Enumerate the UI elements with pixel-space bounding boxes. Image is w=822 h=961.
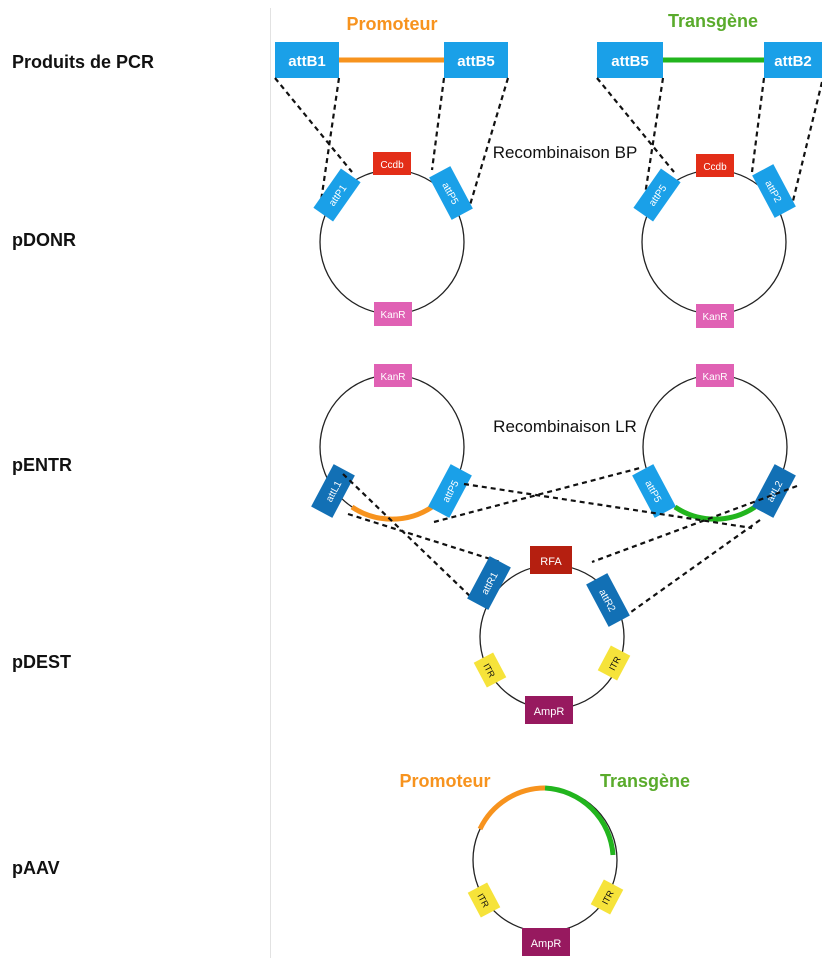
attb1-box: [275, 42, 339, 78]
lr-connectors: [342, 466, 798, 618]
kanr-box: [696, 364, 734, 387]
connector-line: [318, 77, 341, 209]
connector-line: [623, 519, 761, 618]
ampr-label: AmpR: [531, 938, 562, 950]
transgene-insert: [544, 785, 616, 856]
itr-right-site: ITR: [597, 645, 631, 681]
attb5-box: [597, 42, 663, 78]
pcr-product-promoteur: attB1 attB5 Promoteur: [275, 14, 508, 78]
connector-line: [342, 473, 475, 601]
attp1-box: [313, 168, 361, 222]
pcr-product-transgene: attB5 attB2 Transgène: [597, 11, 822, 78]
itr-left-site: ITR: [473, 652, 507, 688]
kanr-box: [374, 302, 412, 326]
pentr-right-plasmid: KanR attP5 attL2: [632, 364, 796, 522]
pdonr-left-plasmid: Ccdb KanR attP1 attP5: [313, 152, 473, 326]
itr-box: [467, 882, 501, 918]
attr2-box: [586, 573, 630, 627]
attp5-site: attP5: [429, 166, 473, 220]
connector-line: [468, 77, 510, 206]
row-label-pcr: Produits de PCR: [12, 52, 155, 72]
itr-box: [590, 879, 624, 915]
ccdb-label: Ccdb: [703, 162, 727, 173]
attb5-box: [444, 42, 508, 78]
attb1-label: attB1: [288, 53, 326, 70]
connector-line: [641, 77, 665, 209]
row-label-paav: pAAV: [12, 858, 60, 878]
connector-line: [596, 77, 675, 173]
ampr-label: AmpR: [534, 706, 565, 718]
kanr-label: KanR: [380, 372, 405, 383]
itr-right-site: ITR: [590, 879, 624, 915]
ccdb-label: Ccdb: [380, 160, 404, 171]
rfa-box: [530, 546, 572, 574]
ccdb-box: [373, 152, 411, 175]
rfa-label: RFA: [540, 556, 562, 568]
recombinaison-lr-label: Recombinaison LR: [493, 417, 637, 436]
itr-box: [597, 645, 631, 681]
paav-transgene-label: Transgène: [600, 771, 690, 791]
pdonr-right-plasmid: Ccdb KanR attP5 attP2: [633, 154, 796, 328]
transgene-title: Transgène: [668, 11, 758, 31]
connector-line: [790, 81, 822, 206]
attp5-box: [632, 464, 676, 518]
attl1-box: [311, 464, 355, 518]
attp1-site: attP1: [313, 168, 361, 222]
attb5-label: attB5: [611, 53, 649, 70]
attp5-site: attP5: [632, 464, 676, 518]
itr-left-site: ITR: [467, 882, 501, 918]
kanr-label: KanR: [702, 372, 727, 383]
attr1-site: attR1: [467, 556, 511, 610]
ampr-box: [525, 696, 573, 724]
connector-line: [750, 77, 766, 173]
attl2-box: [752, 464, 796, 518]
promoter-insert: [477, 785, 546, 831]
attb2-box: [764, 42, 822, 78]
kanr-label: KanR: [380, 310, 405, 321]
connector-line: [274, 77, 353, 173]
attb2-label: attB2: [774, 53, 812, 70]
row-label-pdest: pDEST: [12, 652, 72, 672]
paav-plasmid: ITR ITR AmpR Promoteur Transgène: [399, 771, 690, 956]
connector-line: [591, 484, 798, 564]
promoter-insert: [350, 504, 434, 522]
row-label-pentr: pENTR: [12, 455, 72, 475]
attp2-site: attP2: [752, 164, 796, 218]
attl2-site: attL2: [752, 464, 796, 518]
ccdb-box: [696, 154, 734, 177]
ampr-box: [522, 928, 570, 956]
connector-line: [430, 77, 446, 171]
kanr-box: [696, 304, 734, 328]
pdest-plasmid: RFA attR1 attR2 ITR ITR AmpR: [467, 546, 631, 724]
kanr-label: KanR: [702, 312, 727, 323]
row-label-pdonr: pDONR: [12, 230, 76, 250]
divider: [270, 8, 271, 958]
attp2-box: [752, 164, 796, 218]
attp5-box: [429, 166, 473, 220]
attr2-site: attR2: [586, 573, 630, 627]
recombinaison-bp-label: Recombinaison BP: [493, 143, 638, 162]
attl1-site: attL1: [311, 464, 355, 518]
attp5-site: attP5: [428, 464, 472, 518]
paav-promoteur-label: Promoteur: [399, 771, 490, 791]
attr1-box: [467, 556, 511, 610]
connector-line: [347, 512, 501, 564]
bp-connectors: [274, 77, 822, 209]
transgene-insert: [673, 504, 757, 522]
kanr-box: [374, 364, 412, 387]
attb5-label: attB5: [457, 53, 495, 70]
pentr-left-plasmid: KanR attL1 attP5: [311, 364, 472, 522]
connector-line: [463, 482, 753, 530]
itr-box: [473, 652, 507, 688]
attp5-box: [428, 464, 472, 518]
attp5-site: attP5: [633, 168, 681, 222]
promoteur-title: Promoteur: [346, 14, 437, 34]
attp5-box: [633, 168, 681, 222]
